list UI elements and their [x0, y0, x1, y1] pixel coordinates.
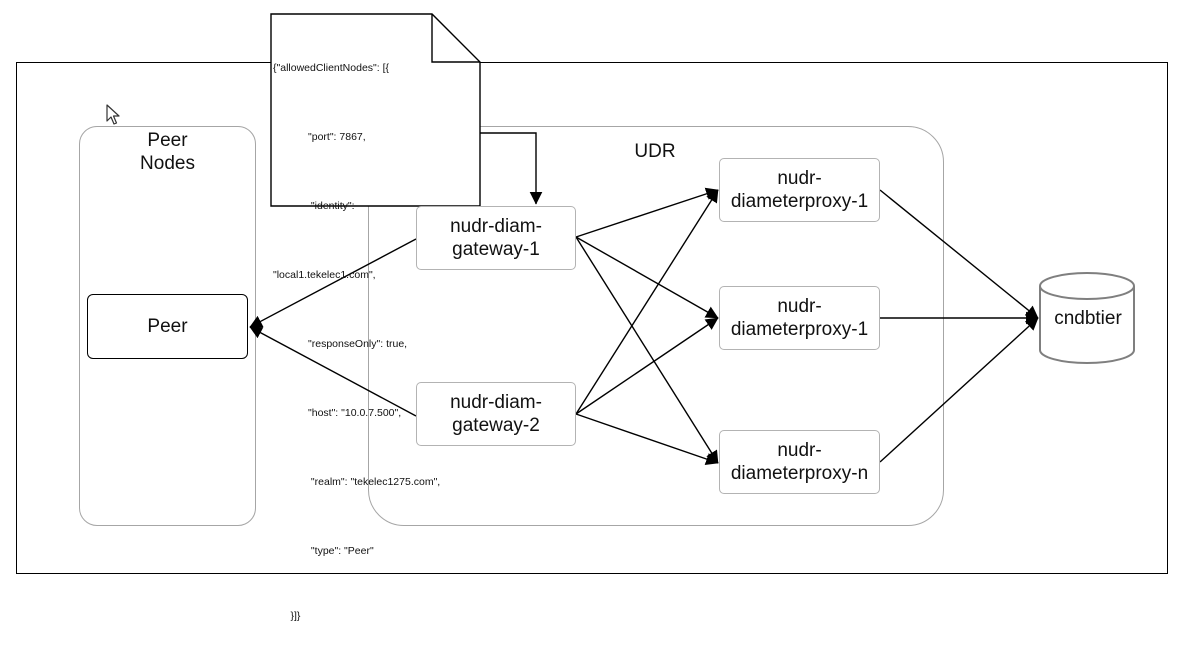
peer-nodes-title: Peer Nodes: [140, 130, 195, 174]
diameterproxy-1a-node[interactable]: nudr- diameterproxy-1: [719, 158, 880, 222]
edge-gateway2-proxyn: [575, 413, 719, 466]
config-note-text: {"allowedClientNodes": [{ "port": 7867, …: [273, 11, 478, 647]
edge-gateway1-proxy1a: [575, 187, 719, 238]
udr-group[interactable]: [368, 126, 944, 526]
config-line: {"allowedClientNodes": [{: [273, 62, 390, 74]
gateway-2-node[interactable]: nudr-diam- gateway-2: [416, 382, 576, 446]
config-line: "type": "Peer": [273, 545, 374, 557]
config-line: "responseOnly": true,: [273, 338, 408, 350]
gateway-1-node[interactable]: nudr-diam- gateway-1: [416, 206, 576, 270]
edge-note-gateway1: [480, 132, 543, 205]
config-line: "local1.tekelec1.com",: [273, 269, 376, 281]
edge-gateway2-proxy1a: [575, 189, 719, 415]
diameterproxy-n-node[interactable]: nudr- diameterproxy-n: [719, 430, 880, 494]
edge-proxyn-db: [879, 317, 1039, 463]
edge-gateway1-proxy1b: [575, 236, 719, 319]
diameterproxy-1b-node[interactable]: nudr- diameterproxy-1: [719, 286, 880, 350]
peer-node[interactable]: Peer: [87, 294, 248, 359]
diagram-frame: [16, 62, 1168, 574]
edge-gateway2-peer: [249, 326, 417, 417]
config-line: "identity":: [273, 200, 355, 212]
database-cylinder-icon[interactable]: [1039, 272, 1135, 364]
edge-gateway2-proxy1b: [575, 317, 719, 415]
config-line: "realm": "tekelec1275.com",: [273, 476, 441, 488]
document-note-icon[interactable]: [270, 13, 481, 207]
edge-gateway1-peer: [249, 238, 417, 328]
connector-layer: [249, 13, 1135, 466]
database-label: cndbtier: [1054, 308, 1122, 329]
edge-proxy1a-db: [879, 189, 1039, 319]
config-line: "port": 7867,: [273, 131, 366, 143]
config-line: "host": "10.0.7.500",: [273, 407, 402, 419]
mouse-pointer-icon: [106, 104, 120, 125]
udr-title: UDR: [634, 141, 676, 162]
edge-gateway1-proxyn: [575, 236, 719, 464]
config-line: }]}: [273, 610, 301, 622]
